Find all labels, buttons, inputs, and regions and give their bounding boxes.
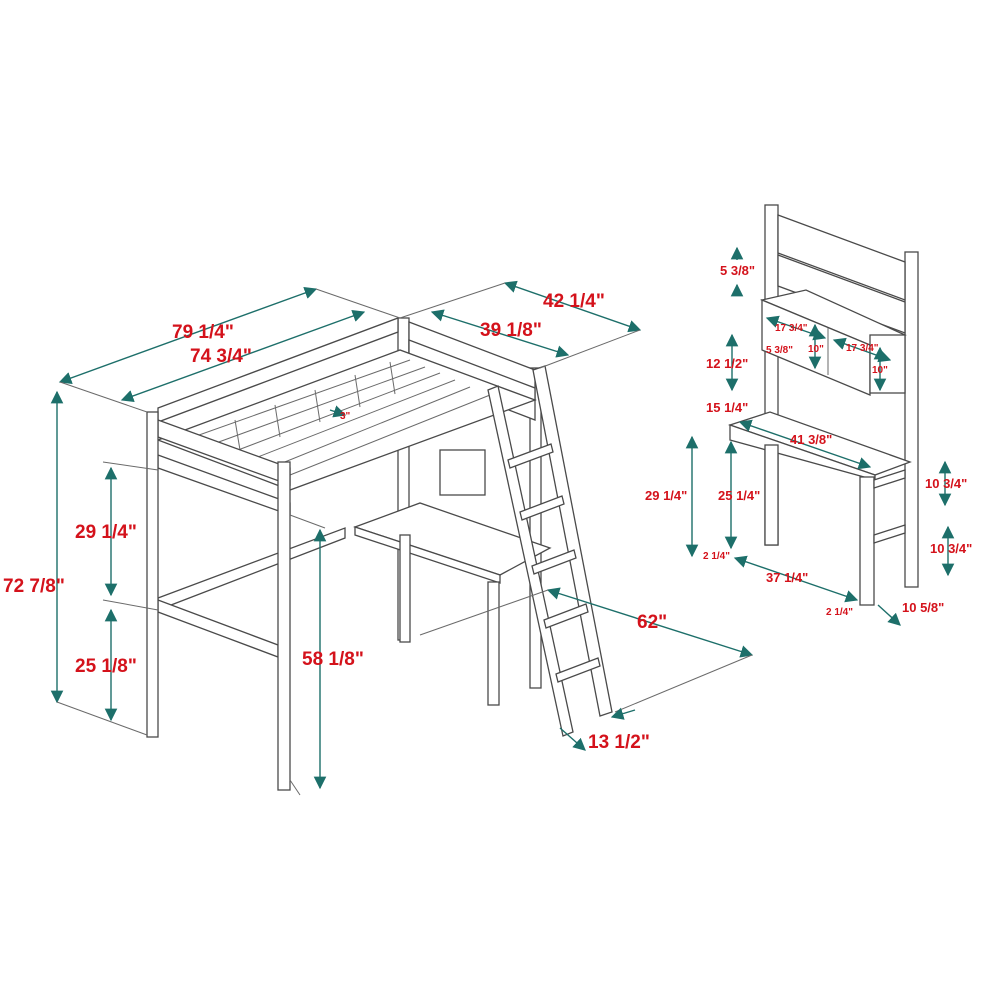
overall-width-label: 42 1/4"	[543, 291, 605, 312]
ladder-rail-right	[532, 365, 613, 717]
hutch-height-label: 12 1/2"	[706, 356, 748, 371]
desk-labels: 5 3/8" 17 3/4" 17 3/4" 5 3/8" 10" 10" 12…	[645, 263, 972, 618]
shelf-height-left-label: 10"	[808, 344, 824, 355]
side-depth-label: 10 5/8"	[902, 600, 944, 615]
ladder-reach-label: 62"	[637, 612, 667, 633]
mattress-length-label: 74 3/4"	[190, 346, 252, 367]
loft-bed-drawing	[146, 317, 613, 791]
leg-span-label: 37 1/4"	[766, 570, 808, 585]
shelf-width-left-label: 17 3/4"	[775, 323, 808, 334]
front-right-post	[277, 461, 291, 791]
desk-leg-left	[399, 534, 411, 643]
desk-shelf	[439, 449, 486, 496]
desk-side-rail-upper	[873, 469, 906, 489]
desk-leg-right	[487, 581, 500, 706]
top-gap-label: 5 3/8"	[720, 263, 755, 278]
mattress-width-label: 39 1/8"	[480, 320, 542, 341]
desk-length-label: 41 3/8"	[790, 432, 832, 447]
guardrail-height-label: 29 1/4"	[75, 522, 137, 543]
desk-leg-back	[764, 444, 779, 546]
under-bed-clearance-label: 58 1/8"	[302, 649, 364, 670]
lower-rail-height-label: 25 1/8"	[75, 656, 137, 677]
desk-drawing	[727, 204, 919, 606]
leg-width-right-label: 2 1/4"	[826, 607, 853, 618]
hutch-back-board-top	[777, 214, 906, 301]
back-right-post	[529, 367, 542, 689]
loft-bed-labels: 79 1/4" 74 3/4" 42 1/4" 39 1/8" 72 7/8" …	[3, 291, 667, 753]
knee-height-label: 25 1/4"	[718, 488, 760, 503]
shelf-depth-label: 5 3/8"	[766, 345, 793, 356]
desk-leg-front	[859, 476, 875, 606]
lower-long-rail	[157, 527, 346, 611]
lower-end-rail	[157, 599, 279, 658]
desk-height-label: 29 1/4"	[645, 488, 687, 503]
overall-length-label: 79 1/4"	[172, 322, 234, 343]
overall-height-label: 72 7/8"	[3, 576, 65, 597]
shelf-width-right-label: 17 3/4"	[846, 343, 879, 354]
desk-dimensions	[685, 246, 955, 626]
slat-gap-label: 3"	[340, 411, 351, 422]
side-rail-upper-label: 10 3/4"	[925, 476, 967, 491]
shelf-height-right-label: 10"	[872, 365, 888, 376]
desk-depth-label: 15 1/4"	[706, 400, 748, 415]
side-rail-lower-label: 10 3/4"	[930, 541, 972, 556]
desk-front-edge	[354, 526, 501, 584]
front-left-post	[146, 411, 159, 738]
loft-bed-dimensions	[50, 280, 754, 796]
hutch-right-post	[904, 251, 919, 588]
desk-side-rail-lower	[873, 524, 906, 544]
hutch-back-board	[777, 254, 906, 334]
ladder-width-label: 13 1/2"	[588, 732, 650, 753]
leg-width-left-label: 2 1/4"	[703, 551, 730, 562]
